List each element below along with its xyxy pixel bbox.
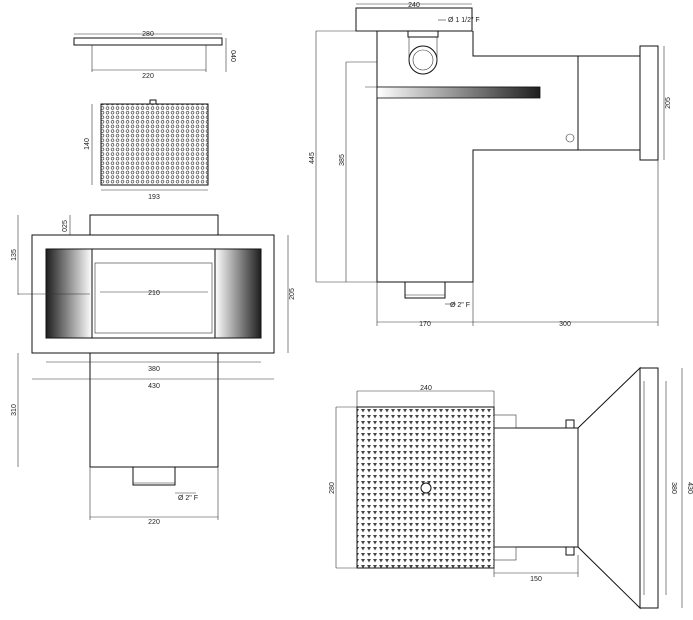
front-view: 135 310 025 205 210 380 430 Ø 2" F 220 [11,214,296,526]
dim-135: 135 [11,249,18,261]
dim-170: 170 [419,321,431,328]
front-left-shade [45,248,93,339]
dim-430-plan: 430 [686,482,693,494]
lid-plate [73,37,223,46]
dim-300: 300 [559,321,571,328]
dim-205-side: 205 [665,97,672,109]
plan-body [493,427,579,548]
dim-205-front: 205 [289,288,296,300]
basket-view: 140 193 [84,99,209,201]
dim-280-top: 280 [142,31,154,38]
plan-tab-top [493,414,517,429]
basket-handle [149,99,157,105]
plan-face-flange [639,367,659,609]
lid-view: 280 220 040 [73,31,236,80]
side-view: 240 Ø 1 1/2" F 445 385 205 Ø 2" F 170 30… [309,2,672,328]
plan-drain-hole [420,482,432,494]
dim-025: 025 [62,220,69,232]
dim-193: 193 [148,194,160,201]
front-right-shade [214,248,262,339]
dim-445: 445 [309,152,316,164]
dim-385: 385 [339,154,346,166]
side-face-flange [639,45,659,161]
dim-380-plan: 380 [670,482,677,494]
dim-430-front: 430 [148,383,160,390]
front-inner-opening [94,262,213,334]
dim-280-plan: 280 [329,482,336,494]
side-bolt [565,133,575,143]
dim-240-plan: 240 [420,385,432,392]
dim-2in-front: Ø 2" F [178,495,198,502]
side-neck [577,55,641,151]
dim-150: 150 [530,576,542,583]
dim-2in-side: Ø 2" F [450,302,470,309]
side-inlet-top [407,30,439,38]
plan-view: 240 280 380 430 150 [329,366,693,610]
plan-tab-bottom [493,546,517,561]
front-outlet-pipe [132,466,176,486]
dim-140: 140 [84,138,91,150]
side-weir [376,86,541,99]
dim-240-side: 240 [408,2,420,9]
side-body [376,31,579,283]
dim-220-top: 220 [142,73,154,80]
dim-1-1-2in: Ø 1 1/2" F [448,17,480,24]
dim-380-front: 380 [148,366,160,373]
front-lid [89,214,219,236]
side-outlet-pipe [404,281,446,299]
dim-220-bottom: 220 [148,519,160,526]
dim-310: 310 [11,404,18,416]
dim-040: 040 [229,50,236,62]
dim-210: 210 [148,290,160,297]
plan-flare [577,366,641,610]
front-opening [91,248,216,339]
basket-mesh [100,103,209,186]
plan-bolt-bottom [565,546,575,556]
plan-bolt-top [565,419,575,429]
